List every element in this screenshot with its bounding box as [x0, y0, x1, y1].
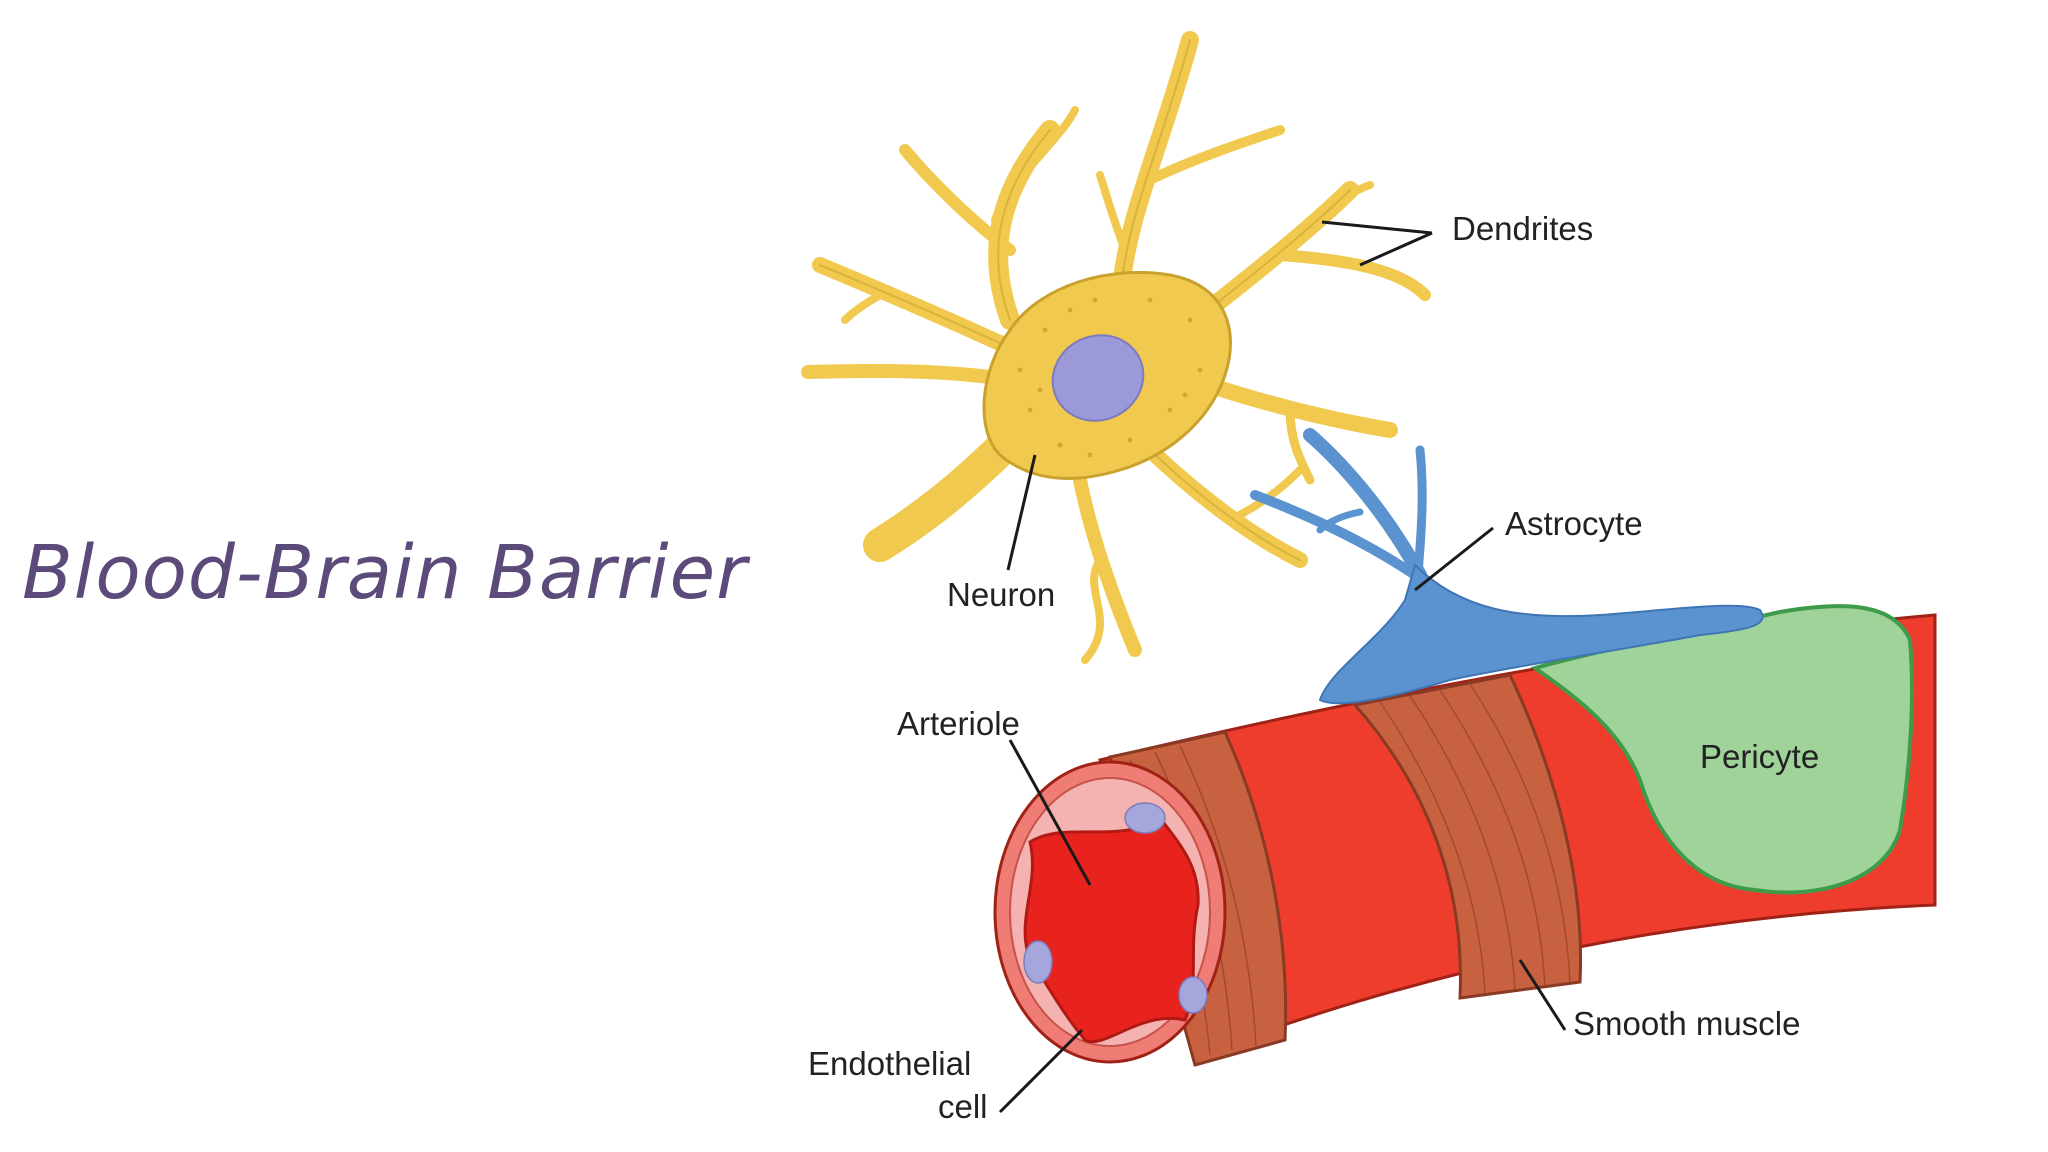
label-dendrites: Dendrites: [1452, 210, 1593, 247]
label-endothelial-line1: Endothelial: [808, 1045, 971, 1082]
smooth-muscle-band-2: [1352, 673, 1583, 1000]
label-smooth-muscle: Smooth muscle: [1573, 1005, 1800, 1042]
label-astrocyte: Astrocyte: [1505, 505, 1643, 542]
neuron-cell: [801, 31, 1431, 664]
label-arteriole: Arteriole: [897, 705, 1020, 742]
arteriole-vessel: [993, 604, 1937, 1067]
label-endothelial-line2: cell: [938, 1088, 988, 1125]
label-neuron: Neuron: [947, 576, 1055, 613]
endothelial-nuclei: [1023, 802, 1208, 1014]
astrocyte-cell: [1250, 428, 1764, 705]
pericyte-cell: [1530, 604, 1914, 895]
astrocyte-endfoot: [1318, 563, 1764, 705]
label-pericyte: Pericyte: [1700, 738, 1819, 775]
neuron-nucleus: [1051, 334, 1145, 422]
slide-title: Blood-Brain Barrier: [22, 530, 748, 616]
leader-lines: [998, 220, 1567, 1114]
neuron-granules: [1017, 297, 1203, 458]
